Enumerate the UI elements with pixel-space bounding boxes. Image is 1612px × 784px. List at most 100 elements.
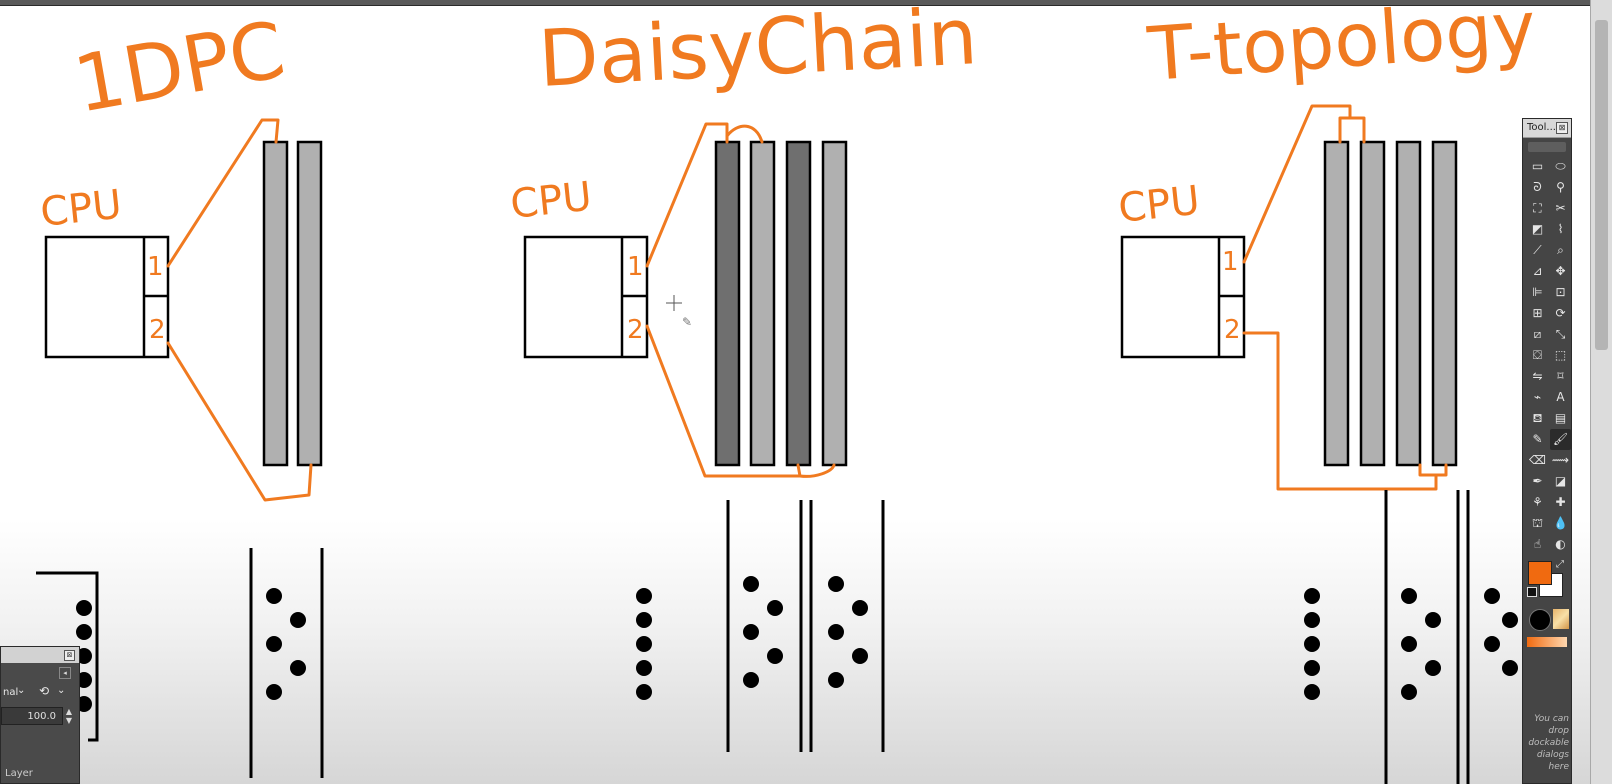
chevron-down-icon[interactable]: ⌄ [17,685,26,696]
dimm-slot-ttopo-3 [1395,140,1422,467]
trace-1dpc-ch2 [166,341,313,502]
eraser-icon[interactable]: ⌫ [1529,453,1546,467]
toolbox-title: Tool... [1527,122,1556,133]
scale-icon[interactable]: ⤡ [1555,327,1566,341]
trace-ttopo-ch2 [1242,331,1448,491]
spin-up-icon[interactable]: ▲ [65,707,73,716]
close-icon[interactable]: ⊠ [1556,122,1568,134]
channel-1-daisy: 1 [627,252,644,282]
channel-1-ttopo: 1 [1222,247,1239,277]
mode-row: nal ⌄ ⟲ ⌄ [1,681,79,705]
tool-grid: ▭ ⬭ ᘐ ⚲ ⛶ ✂ ◩ ⌇ ⟋ ⌕ ⊿ ✥ ⊫ ⊡ ⊞ ⟳ ⧄ ⤡ ⛋ ⬚ ⇋ ⌑ ⌁ A ⛾ ▤ ✎ 🖌 ⌫ ⟿ ✒ ◪ ⚘ ✚ ⛫ 💧 ☝ ◐ [1527,156,1571,555]
paintbrush-icon[interactable]: 🖌 [1550,429,1571,450]
paths-icon[interactable]: ⌇ [1557,222,1564,236]
smudge-icon[interactable]: ☝ [1533,537,1542,551]
dimm-slot-1dpc-2 [296,140,323,467]
channel-2-daisy: 2 [627,315,644,345]
layer-mode-select[interactable]: nal [3,687,19,698]
pin-dots [76,576,1518,712]
brush-preview[interactable] [1529,609,1551,631]
pencil-icon[interactable]: ✎ [1532,432,1543,446]
perspective-clone-icon[interactable]: ⛫ [1531,516,1544,530]
heal-icon[interactable]: ✚ [1555,495,1566,509]
select-by-color-icon[interactable]: ⛶ [1533,201,1542,215]
cpu-label-1dpc: CPU [38,182,124,236]
free-select-icon[interactable]: ᘐ [1533,180,1542,194]
flip-icon[interactable]: ⇋ [1532,369,1543,383]
layers-dialog[interactable]: ⊠ ◂ nal ⌄ ⟲ ⌄ 100.0 ▲ ▼ Layer [0,646,80,784]
title-1dpc: 1DPC [68,5,292,130]
dimm-slot-daisy-3 [785,140,812,467]
dimm-slot-ttopo-1 [1323,140,1350,467]
reset-mode-icon[interactable]: ⟲ [39,684,50,698]
crosshair-cursor-icon [666,295,682,311]
perspective-icon[interactable]: ⛋ [1532,348,1543,362]
color-picker-icon[interactable]: ⟋ [1533,243,1542,257]
tab-menu-icon[interactable]: ◂ [59,667,71,679]
scrollbar-thumb[interactable] [1595,20,1608,350]
ink-icon[interactable]: ✒ [1532,474,1543,488]
spin-down-icon[interactable]: ▼ [65,716,73,725]
dimm-slot-daisy-2 [749,140,776,467]
foreground-select-icon[interactable]: ◩ [1531,222,1544,236]
vertical-scrollbar[interactable] [1590,0,1612,784]
bucket-fill-icon[interactable]: ⛾ [1532,411,1543,425]
rect-select-icon[interactable]: ▭ [1531,159,1544,173]
blur-icon[interactable]: 💧 [1553,516,1568,530]
toolbox-grip[interactable] [1528,142,1566,152]
layers-titlebar[interactable]: ⊠ [1,647,79,663]
dimm-slot-ttopo-4 [1431,140,1458,467]
clone-icon[interactable]: ⚘ [1532,495,1543,509]
zoom-icon[interactable]: ⌕ [1557,243,1564,257]
warp-icon[interactable]: ⌁ [1533,390,1542,404]
mypaint-brush-icon[interactable]: ◪ [1554,474,1567,488]
airbrush-icon[interactable]: ⟿ [1551,453,1570,467]
connector-outline-left [36,571,99,742]
title-t-topology: T-topology [1144,0,1538,98]
channel-1-1dpc: 1 [147,252,164,282]
text-icon[interactable]: A [1556,390,1565,404]
opacity-row: 100.0 ▲ ▼ [1,705,79,727]
title-daisy-chain: DaisyChain [536,0,979,105]
fuzzy-select-icon[interactable]: ⚲ [1556,180,1565,194]
toolbox-titlebar[interactable]: Tool... ⊠ [1523,119,1571,138]
cpu-label-ttopo: CPU [1116,178,1202,232]
opacity-stepper[interactable]: ▲ ▼ [64,707,74,725]
move-icon[interactable]: ✥ [1555,264,1566,278]
3d-transform-icon[interactable]: ⬚ [1554,348,1567,362]
top-ruler [0,0,1590,6]
dock-hint-text: You can drop dockable dialogs here [1528,714,1569,772]
color-area: ⤢ [1527,559,1571,605]
rotate-icon[interactable]: ⟳ [1555,306,1566,320]
trace-daisy-ch1 [645,122,764,268]
chevron-down-icon[interactable]: ⌄ [57,685,66,696]
trace-1dpc-ch1 [166,118,280,268]
pattern-preview[interactable] [1553,609,1569,629]
trace-ttopo-ch1 [1242,104,1366,264]
blend-icon[interactable]: ▤ [1554,411,1567,425]
foreground-color-swatch[interactable] [1528,561,1552,585]
cage-icon[interactable]: ⌑ [1557,369,1564,383]
toolbox-dock[interactable]: Tool... ⊠ ▭ ⬭ ᘐ ⚲ ⛶ ✂ ◩ ⌇ ⟋ ⌕ ⊿ ✥ ⊫ ⊡ ⊞ ⟳ ⧄ ⤡ ⛋ ⬚ ⇋ ⌑ ⌁ A ⛾ ▤ ✎ 🖌 ⌫ ⟿… [1522,118,1572,784]
dimm-slot-daisy-4 [821,140,848,467]
dimm-slot-daisy-1 [714,140,741,467]
ellipse-select-icon[interactable]: ⬭ [1555,159,1566,173]
channel-2-ttopo: 2 [1224,315,1241,345]
trace-daisy-ch2 [645,324,836,478]
close-icon[interactable]: ⊠ [64,650,75,661]
swap-colors-icon[interactable]: ⤢ [1556,559,1564,570]
shear-icon[interactable]: ⧄ [1533,327,1542,341]
opacity-input[interactable]: 100.0 [1,707,63,725]
unified-transform-icon[interactable]: ⊞ [1532,306,1543,320]
brush-cursor-icon: ✎ [682,315,692,329]
dodge-burn-icon[interactable]: ◐ [1555,537,1566,551]
scissors-icon[interactable]: ✂ [1555,201,1566,215]
measure-icon[interactable]: ⊿ [1532,264,1543,278]
reset-colors-icon[interactable] [1527,587,1537,597]
crop-icon[interactable]: ⊡ [1555,285,1566,299]
dimm-slot-ttopo-2 [1359,140,1386,467]
layers-menu-row: ◂ [1,663,79,681]
gradient-preview[interactable] [1527,637,1567,647]
align-icon[interactable]: ⊫ [1532,285,1543,299]
